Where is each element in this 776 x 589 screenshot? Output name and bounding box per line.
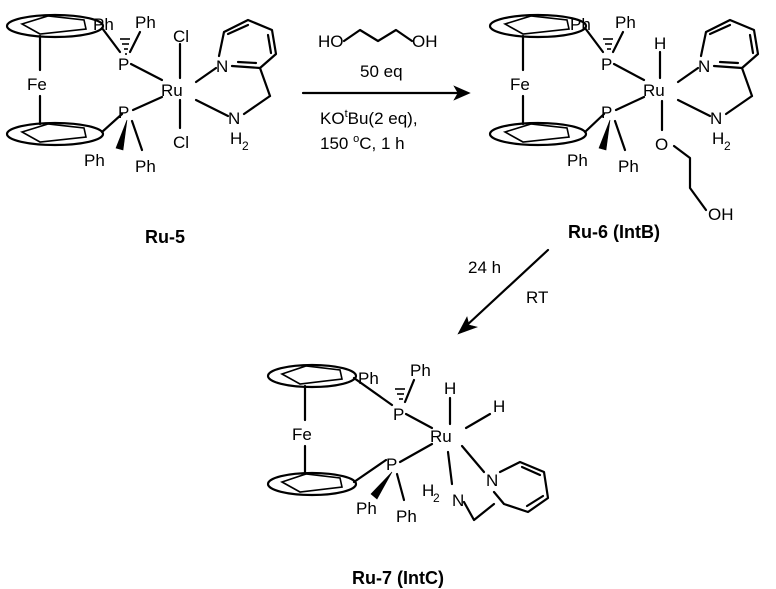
ph-group: Ph <box>570 15 591 34</box>
hashed-wedge <box>395 388 405 400</box>
compound-label-ru5: Ru-5 <box>145 227 185 247</box>
ph-group: Ph <box>356 499 377 518</box>
hydride-label: H <box>444 379 456 398</box>
complex-ru6: Fe P P Ph Ph Ph Ph Ru H N N H 2 <box>488 13 760 224</box>
fe-atom: Fe <box>27 75 47 94</box>
ph-group: Ph <box>135 157 156 176</box>
reaction-arrow-1 <box>301 85 471 101</box>
cp-ring-bottom <box>5 121 105 147</box>
compound-label-ru6: Ru-6 (IntB) <box>568 222 660 242</box>
h-label: H <box>712 129 724 148</box>
o-atom: O <box>655 135 668 154</box>
ph-group: Ph <box>135 13 156 32</box>
p-atom-bottom: P <box>386 455 397 474</box>
p-atom-top: P <box>601 55 612 74</box>
ph-group: Ph <box>567 151 588 170</box>
subscript-2: 2 <box>242 139 249 153</box>
complex-ru7: Fe P P Ph Ph Ph Ph Ru H H N N H <box>266 361 550 526</box>
cp-ring-bottom-inner <box>19 123 87 143</box>
compound-label-ru7: Ru-7 (IntC) <box>352 568 444 588</box>
time-condition: 24 h <box>468 258 501 277</box>
n-atom-amine: N <box>228 109 240 128</box>
p-atom-bottom: P <box>118 103 129 122</box>
oh-label: OH <box>708 205 734 224</box>
cp-ring-bottom <box>266 471 358 497</box>
oh-label: OH <box>412 32 438 51</box>
solid-wedge <box>598 119 611 151</box>
hydride-label: H <box>493 397 505 416</box>
n-atom-amine: N <box>452 491 464 510</box>
reaction-arrow-2 <box>457 248 550 335</box>
hashed-wedge <box>120 38 130 55</box>
fe-atom: Fe <box>510 75 530 94</box>
cp-ring-bottom <box>488 121 588 147</box>
h-label: H <box>422 481 434 500</box>
p-atom-bottom: P <box>601 103 612 122</box>
cl-atom: Cl <box>173 27 189 46</box>
p-atom-top: P <box>393 405 404 424</box>
cl-atom: Cl <box>173 133 189 152</box>
cp-ring-top <box>266 363 358 389</box>
ph-group: Ph <box>618 157 639 176</box>
solid-wedge <box>370 471 393 500</box>
fe-atom: Fe <box>292 425 312 444</box>
ph-group: Ph <box>358 369 379 388</box>
ho-label: HO <box>318 32 344 51</box>
base-condition: KOtBu(2 eq), <box>320 108 418 128</box>
ru-atom: Ru <box>161 81 183 100</box>
ph-group: Ph <box>84 151 105 170</box>
hydride-label: H <box>654 34 666 53</box>
ethylene-glycol-structure: HO OH <box>318 28 438 51</box>
n-atom-pyridine: N <box>486 471 498 490</box>
temperature-condition: 150 oC, 1 h <box>320 133 405 153</box>
subscript-2: 2 <box>433 491 440 505</box>
p-atom-top: P <box>118 55 129 74</box>
n-atom-amine: N <box>710 109 722 128</box>
h-label: H <box>230 129 242 148</box>
complex-ru5: Fe P P Ph Ph Ph Ph Ru Cl Cl N <box>5 13 278 176</box>
ph-group: Ph <box>93 15 114 34</box>
subscript-2: 2 <box>724 139 731 153</box>
ph-group: Ph <box>396 507 417 526</box>
ph-group: Ph <box>410 361 431 380</box>
reagent-equivalents: 50 eq <box>360 62 403 81</box>
n-atom-pyridine: N <box>216 57 228 76</box>
ru-atom: Ru <box>643 81 665 100</box>
hashed-wedge <box>603 38 613 50</box>
temperature-condition-2: RT <box>526 288 548 307</box>
cp-ring-top <box>5 13 105 39</box>
ru-atom: Ru <box>430 427 452 446</box>
cp-ring-top-inner <box>19 15 87 35</box>
solid-wedge <box>115 119 128 151</box>
n-atom-pyridine: N <box>698 57 710 76</box>
ph-group: Ph <box>615 13 636 32</box>
